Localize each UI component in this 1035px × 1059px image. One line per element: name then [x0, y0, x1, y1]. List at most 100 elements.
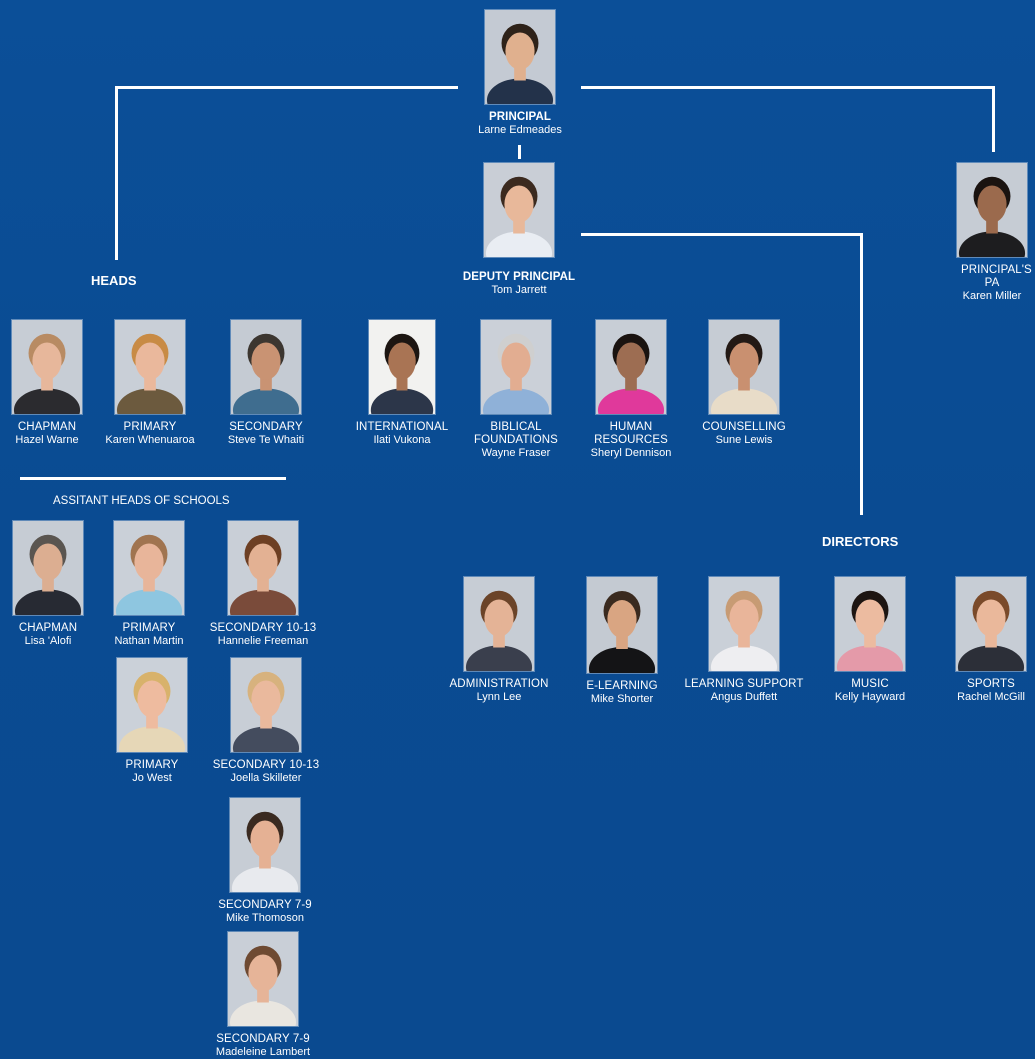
- portrait-face: [855, 599, 885, 637]
- portrait-graphic: [709, 577, 779, 671]
- person-deputy-principal: DEPUTY PRINCIPAL Tom Jarrett: [448, 162, 590, 297]
- person-human-resources: HUMAN RESOURCES Sheryl Dennison: [578, 319, 684, 460]
- portrait-face: [33, 543, 63, 581]
- connector-directors-down: [860, 233, 863, 515]
- ah-primary-1-photo: [113, 520, 185, 616]
- head-secondary-photo: [230, 319, 302, 415]
- portrait-face: [135, 342, 165, 380]
- ah-secondary-79-b-role: SECONDARY 7-9: [216, 1033, 310, 1045]
- ah-chapman-name: Lisa 'Alofi: [24, 635, 72, 647]
- portrait-neck: [985, 633, 997, 648]
- head-chapman-photo: [11, 319, 83, 415]
- counselling-name: Sune Lewis: [715, 434, 773, 446]
- portrait-face: [607, 600, 637, 638]
- person-counselling: COUNSELLING Sune Lewis: [694, 319, 794, 447]
- portrait-shoulders: [232, 388, 300, 414]
- portrait-face: [729, 342, 759, 380]
- portrait-shoulders: [486, 78, 554, 104]
- person-ah-primary-2: PRIMARY Jo West: [100, 657, 204, 785]
- dir-learning-support-photo: [708, 576, 780, 672]
- portrait-graphic: [117, 658, 187, 752]
- portrait-graphic: [596, 320, 666, 414]
- person-ah-secondary-1013-a: SECONDARY 10-13 Hannelie Freeman: [198, 520, 328, 648]
- portrait-face: [729, 599, 759, 637]
- portrait-neck: [514, 66, 526, 81]
- ah-secondary-79-b-photo: [227, 931, 299, 1027]
- connector-principal-right: [581, 86, 995, 89]
- portrait-neck: [493, 633, 505, 648]
- international-photo: [368, 319, 436, 415]
- dir-sports-role: SPORTS: [967, 678, 1015, 690]
- portrait-graphic: [231, 320, 301, 414]
- portrait-neck: [42, 577, 54, 592]
- dir-administration-name: Lynn Lee: [476, 691, 522, 703]
- head-secondary-role: SECONDARY: [229, 421, 303, 433]
- counselling-photo: [708, 319, 780, 415]
- portrait-graphic: [709, 320, 779, 414]
- human-resources-name: Sheryl Dennison: [590, 447, 672, 459]
- portrait-shoulders: [588, 647, 656, 673]
- ah-primary-2-role: PRIMARY: [125, 759, 179, 771]
- assistant-heads-label: ASSITANT HEADS OF SCHOOLS: [53, 495, 230, 507]
- portrait-shoulders: [958, 231, 1026, 257]
- portrait-graphic: [835, 577, 905, 671]
- dir-administration-photo: [463, 576, 535, 672]
- human-resources-role: HUMAN RESOURCES: [594, 421, 668, 446]
- ah-secondary-1013-b-role: SECONDARY 10-13: [212, 759, 320, 771]
- portrait-face: [248, 543, 278, 581]
- portrait-face: [251, 680, 281, 718]
- principals-pa-photo: [956, 162, 1028, 258]
- biblical-foundations-photo: [480, 319, 552, 415]
- ah-primary-1-role: PRIMARY: [122, 622, 176, 634]
- person-ah-secondary-79-b: SECONDARY 7-9 Madeleine Lambert: [204, 931, 322, 1059]
- portrait-shoulders: [485, 231, 553, 257]
- portrait-neck: [143, 577, 155, 592]
- portrait-graphic: [587, 577, 657, 673]
- portrait-face: [484, 599, 514, 637]
- ah-secondary-79-a-photo: [229, 797, 301, 893]
- dir-music-name: Kelly Hayward: [834, 691, 906, 703]
- portrait-neck: [259, 854, 271, 869]
- connector-heads-down: [115, 86, 118, 260]
- portrait-face: [137, 680, 167, 718]
- human-resources-photo: [595, 319, 667, 415]
- head-primary-role: PRIMARY: [123, 421, 177, 433]
- connector-principal-deputy: [518, 145, 521, 159]
- ah-secondary-1013-b-photo: [230, 657, 302, 753]
- person-international: INTERNATIONAL Ilati Vukona: [346, 319, 458, 447]
- portrait-graphic: [12, 320, 82, 414]
- dir-elearning-role: E-LEARNING: [586, 680, 658, 692]
- connector-principal-left: [115, 86, 458, 89]
- person-dir-administration: ADMINISTRATION Lynn Lee: [438, 576, 560, 704]
- portrait-shoulders: [231, 866, 299, 892]
- portrait-shoulders: [116, 388, 184, 414]
- person-ah-secondary-79-a: SECONDARY 7-9 Mike Thomoson: [208, 797, 322, 925]
- portrait-face: [977, 185, 1007, 223]
- person-ah-chapman: CHAPMAN Lisa 'Alofi: [2, 520, 94, 648]
- portrait-graphic: [956, 577, 1026, 671]
- portrait-face: [248, 954, 278, 992]
- portrait-shoulders: [370, 388, 434, 414]
- principal-photo: [484, 9, 556, 105]
- portrait-face: [505, 32, 535, 70]
- person-principal: PRINCIPAL Larne Edmeades: [460, 9, 580, 137]
- person-ah-secondary-1013-b: SECONDARY 10-13 Joella Skilleter: [198, 657, 334, 785]
- dir-administration-role: ADMINISTRATION: [449, 678, 549, 690]
- directors-label: DIRECTORS: [822, 534, 899, 549]
- portrait-shoulders: [482, 388, 550, 414]
- portrait-graphic: [481, 320, 551, 414]
- portrait-shoulders: [597, 388, 665, 414]
- portrait-neck: [260, 376, 272, 391]
- portrait-neck: [144, 376, 156, 391]
- international-name: Ilati Vukona: [373, 434, 431, 446]
- head-chapman-role: CHAPMAN: [17, 421, 77, 433]
- portrait-neck: [257, 577, 269, 592]
- person-head-primary: PRIMARY Karen Whenuaroa: [94, 319, 206, 447]
- head-primary-name: Karen Whenuaroa: [105, 434, 195, 446]
- portrait-graphic: [115, 320, 185, 414]
- portrait-neck: [41, 376, 53, 391]
- ah-secondary-1013-a-role: SECONDARY 10-13: [209, 622, 317, 634]
- person-dir-elearning: E-LEARNING Mike Shorter: [572, 576, 672, 706]
- portrait-shoulders: [465, 645, 533, 671]
- dir-learning-support-name: Angus Duffett: [710, 691, 778, 703]
